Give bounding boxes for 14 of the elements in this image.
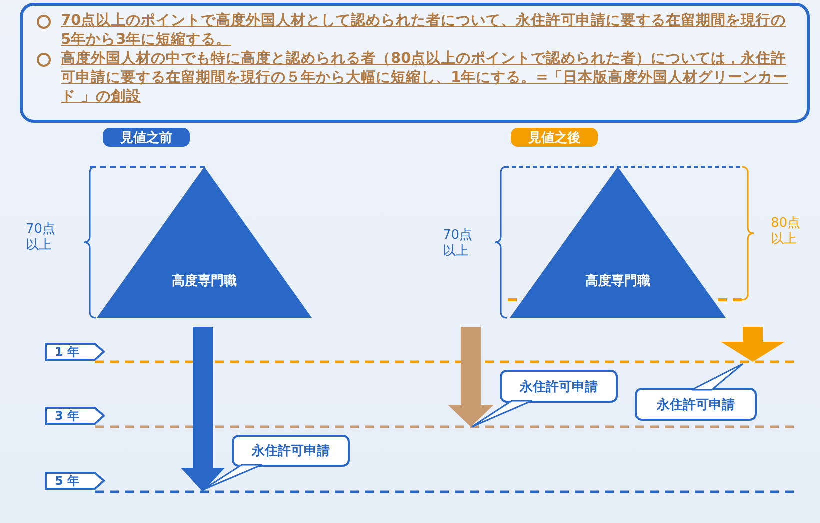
bullet-text: 70点以上のポイントで高度外国人材として認められた者について、永住許可申請に要する在留期間を現行の5年から3年に短縮する。: [61, 12, 788, 50]
triangle-label: 高度専門職: [584, 272, 652, 290]
points-label: 70点以上: [443, 228, 474, 260]
points-label: 80点以上: [771, 216, 802, 248]
triangle-label: 高度専門職: [171, 272, 238, 290]
bullet-text: 高度外国人材の中でも特に高度と認められる者（80点以上のポイントで認められた者）については，永住許可申請に要する在留期間を現行の５年から大幅に短縮し、1年にする。=「日本版高度外国人材グリーンカード 」の創設: [61, 50, 790, 107]
points-label: 70点以上: [26, 222, 57, 254]
info-panel: [20, 3, 810, 123]
year-label: 3 年: [55, 408, 80, 425]
year-label: 5 年: [55, 473, 80, 490]
heading-badge: 見値之前: [103, 128, 190, 147]
block-arrow: [721, 327, 785, 362]
year-label: 1 年: [55, 344, 80, 361]
heading-badge: 見値之後: [511, 128, 598, 147]
